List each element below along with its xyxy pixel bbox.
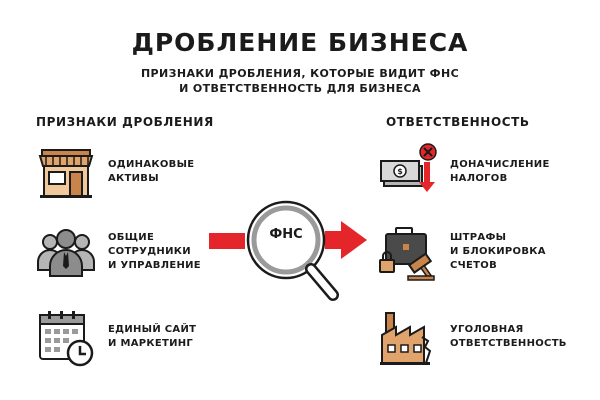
right-item-additional-taxes: $ ДОНАЧИСЛЕНИЕ НАЛОГОВ (378, 142, 550, 202)
left-column-heading: ПРИЗНАКИ ДРОБЛЕНИЯ (36, 115, 214, 129)
left-item-common-site: ЕДИНЫЙ САЙТ И МАРКЕТИНГ (36, 307, 196, 367)
briefcase-gavel-icon (379, 227, 435, 281)
factory-icon (380, 312, 432, 365)
fns-label: ФНС (269, 227, 303, 242)
right-item-label: ДОНАЧИСЛЕНИЕ НАЛОГОВ (450, 159, 550, 184)
calendar-clock-icon (39, 311, 94, 367)
people-icon (37, 229, 95, 277)
subtitle-line-2: И ОТВЕТСТВЕННОСТЬ ДЛЯ БИЗНЕСА (179, 82, 421, 95)
page-title: ДРОБЛЕНИЕ БИЗНЕСА (131, 28, 469, 57)
left-item-same-assets: ОДИНАКОВЫЕ АКТИВЫ (36, 142, 194, 202)
right-item-criminal-liability: УГОЛОВНАЯ ОТВЕТСТВЕННОСТЬ (378, 307, 567, 367)
right-column-heading: ОТВЕТСТВЕННОСТЬ (386, 115, 530, 129)
left-item-label: ОБЩИЕ СОТРУДНИКИ И УПРАВЛЕНИЕ (108, 232, 201, 271)
subtitle-line-1: ПРИЗНАКИ ДРОБЛЕНИЯ, КОТОРЫЕ ВИДИТ ФНС (140, 67, 460, 80)
right-item-label: ШТРАФЫ И БЛОКИРОВКА СЧЕТОВ (450, 232, 546, 271)
left-item-shared-staff: ОБЩИЕ СОТРУДНИКИ И УПРАВЛЕНИЕ (36, 222, 201, 282)
page-subtitle: ПРИЗНАКИ ДРОБЛЕНИЯ, КОТОРЫЕ ВИДИТ ФНС И … (0, 66, 600, 96)
money-down-icon: $ (380, 143, 437, 192)
right-item-label: УГОЛОВНАЯ ОТВЕТСТВЕННОСТЬ (450, 324, 567, 349)
right-item-fines-blocking: ШТРАФЫ И БЛОКИРОВКА СЧЕТОВ (378, 222, 546, 282)
left-item-label: ОДИНАКОВЫЕ АКТИВЫ (108, 159, 195, 184)
storefront-icon (38, 149, 94, 198)
left-item-label: ЕДИНЫЙ САЙТ И МАРКЕТИНГ (108, 324, 197, 349)
fns-magnifier-group: ФНС (205, 195, 375, 305)
svg-text:$: $ (397, 167, 403, 176)
magnifier-icon (209, 200, 367, 301)
